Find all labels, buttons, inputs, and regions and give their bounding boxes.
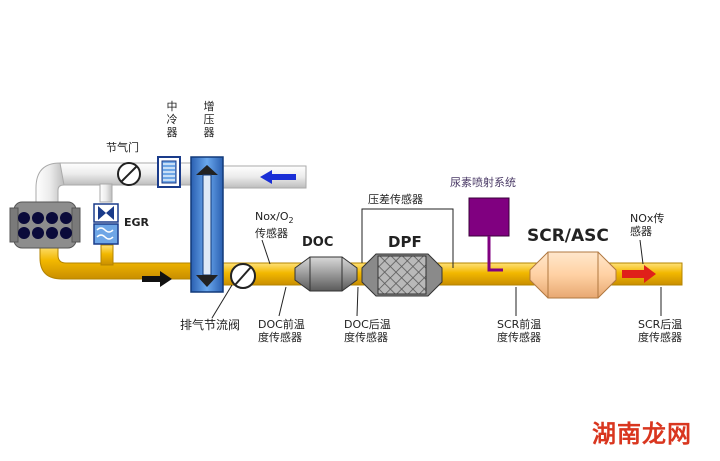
egr-valve-icon bbox=[93, 203, 119, 223]
doc-pre-temp-label: DOC前温 度传感器 bbox=[258, 318, 305, 344]
doc-label: DOC bbox=[302, 235, 334, 250]
pressure-diff-sensor-line bbox=[361, 208, 454, 268]
scr-post-temp-line2: 度传感器 bbox=[638, 331, 682, 344]
nox-out-text-line2: 感器 bbox=[630, 225, 652, 238]
dp-sensor-label: 压差传感器 bbox=[368, 193, 423, 206]
dpf-label: DPF bbox=[388, 233, 422, 251]
scr-asc-catalyst bbox=[529, 251, 617, 299]
watermark-logo: 湖南龙网 bbox=[592, 420, 692, 448]
exhaust-flow-arrow bbox=[142, 271, 172, 287]
scr-pre-temp-line1: SCR前温 bbox=[497, 318, 542, 331]
scr-pre-temp-label: SCR前温 度传感器 bbox=[497, 318, 541, 344]
doc-post-temp-line1: DOC后温 bbox=[344, 318, 391, 331]
doc-catalyst bbox=[294, 256, 358, 292]
urea-system-label: 尿素喷射系统 bbox=[450, 176, 516, 189]
exhaust-throttle-valve-icon bbox=[211, 263, 256, 319]
urea-dosing-unit bbox=[468, 197, 510, 272]
throttle-label: 节气门 bbox=[106, 141, 139, 154]
doc-pre-temp-line1: DOC前温 bbox=[258, 318, 305, 331]
nox-o2-text-line2: 传感器 bbox=[255, 227, 288, 241]
intercooler-icon bbox=[157, 156, 181, 188]
outlet-flow-arrow bbox=[622, 265, 656, 283]
intake-flow-arrow bbox=[260, 170, 296, 184]
intercooler-label: 中冷器 bbox=[166, 100, 178, 139]
turbocharger-icon bbox=[190, 156, 224, 293]
nox-o2-text: Nox/O bbox=[255, 210, 289, 223]
scr-pre-temp-line2: 度传感器 bbox=[497, 331, 541, 344]
egr-label: EGR bbox=[124, 216, 150, 229]
scr-asc-label: SCR/ASC bbox=[527, 226, 609, 246]
exhaust-throttle-label: 排气节流阀 bbox=[180, 318, 241, 332]
nox-o2-subscript: 2 bbox=[288, 216, 294, 226]
doc-post-temp-line2: 度传感器 bbox=[344, 331, 388, 344]
throttle-valve-icon bbox=[117, 162, 141, 186]
turbo-label: 增压器 bbox=[203, 100, 215, 139]
engine-icon bbox=[9, 201, 81, 249]
sensor-leader-lines bbox=[261, 239, 662, 317]
doc-pre-temp-line2: 度传感器 bbox=[258, 331, 302, 344]
nox-out-sensor-label: NOx传 感器 bbox=[630, 212, 664, 238]
scr-post-temp-line1: SCR后温 bbox=[638, 318, 683, 331]
dpf-filter bbox=[361, 253, 443, 297]
nox-o2-sensor-label: Nox/O2 传感器 bbox=[255, 210, 294, 240]
doc-post-temp-label: DOC后温 度传感器 bbox=[344, 318, 391, 344]
scr-post-temp-label: SCR后温 度传感器 bbox=[638, 318, 682, 344]
nox-out-text-line1: NOx传 bbox=[630, 212, 665, 225]
egr-cooler-icon bbox=[93, 223, 119, 245]
